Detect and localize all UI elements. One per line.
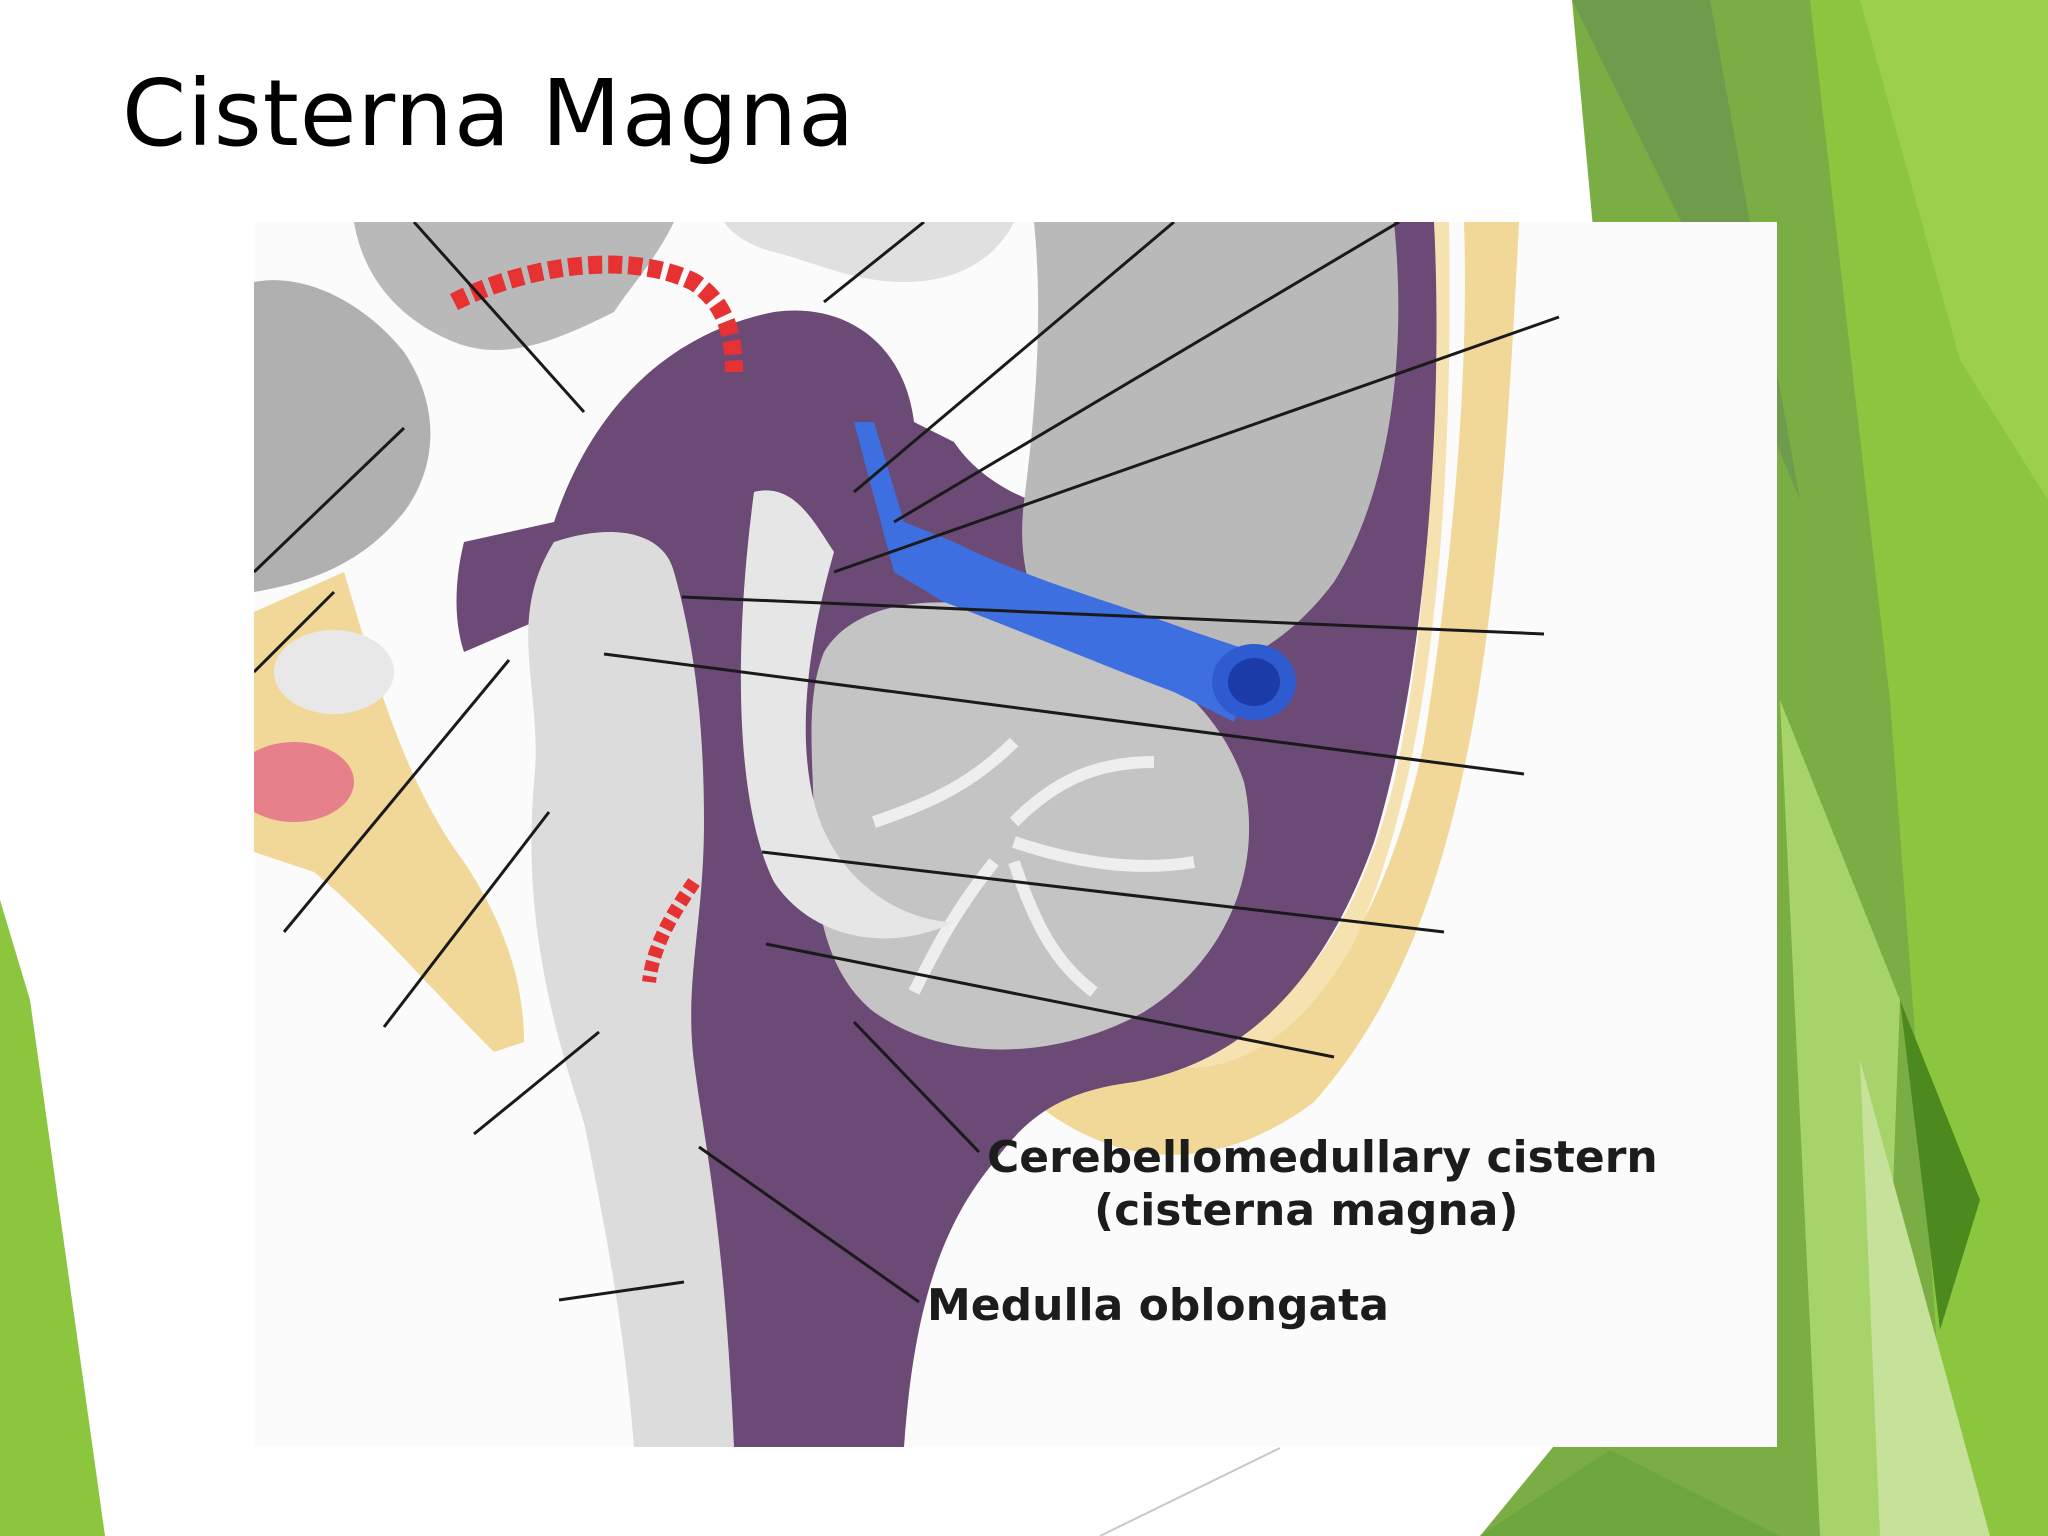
pituitary-gland <box>274 630 394 714</box>
cerebellomedullary-cistern-text: Cerebellomedullary cistern <box>987 1132 1658 1183</box>
cerebrum <box>1022 222 1399 678</box>
straight-sinus <box>854 422 1254 722</box>
occipital-bone <box>1034 222 1519 1155</box>
cerebellum-arbor-vitae <box>872 737 1195 997</box>
brain-sagittal-illustration <box>254 222 1560 1447</box>
medulla-oblongata-label: Medulla oblongata <box>927 1280 1389 1331</box>
sphenoid-sinus <box>254 742 354 822</box>
occipital-bone-inner <box>1154 222 1450 1068</box>
transverse-sinus-lumen <box>1228 658 1280 706</box>
arachnoid-granulations-top <box>449 255 743 373</box>
cisterna-magna-text: (cisterna magna) <box>1094 1184 1519 1236</box>
brainstem <box>528 532 734 1447</box>
anatomy-diagram: Cerebellomedullary cistern (cisterna mag… <box>254 222 1777 1447</box>
corpus-callosum <box>724 222 1014 282</box>
slide-title: Cisterna Magna <box>122 60 856 167</box>
cerebrum-left-lobe <box>254 280 431 592</box>
cerebellomedullary-cistern-label: Cerebellomedullary cistern (cisterna mag… <box>987 1132 1658 1238</box>
arachnoid-granulations-bottom <box>642 878 700 983</box>
cerebellum <box>811 602 1250 1050</box>
leader-lines <box>254 222 1560 1304</box>
